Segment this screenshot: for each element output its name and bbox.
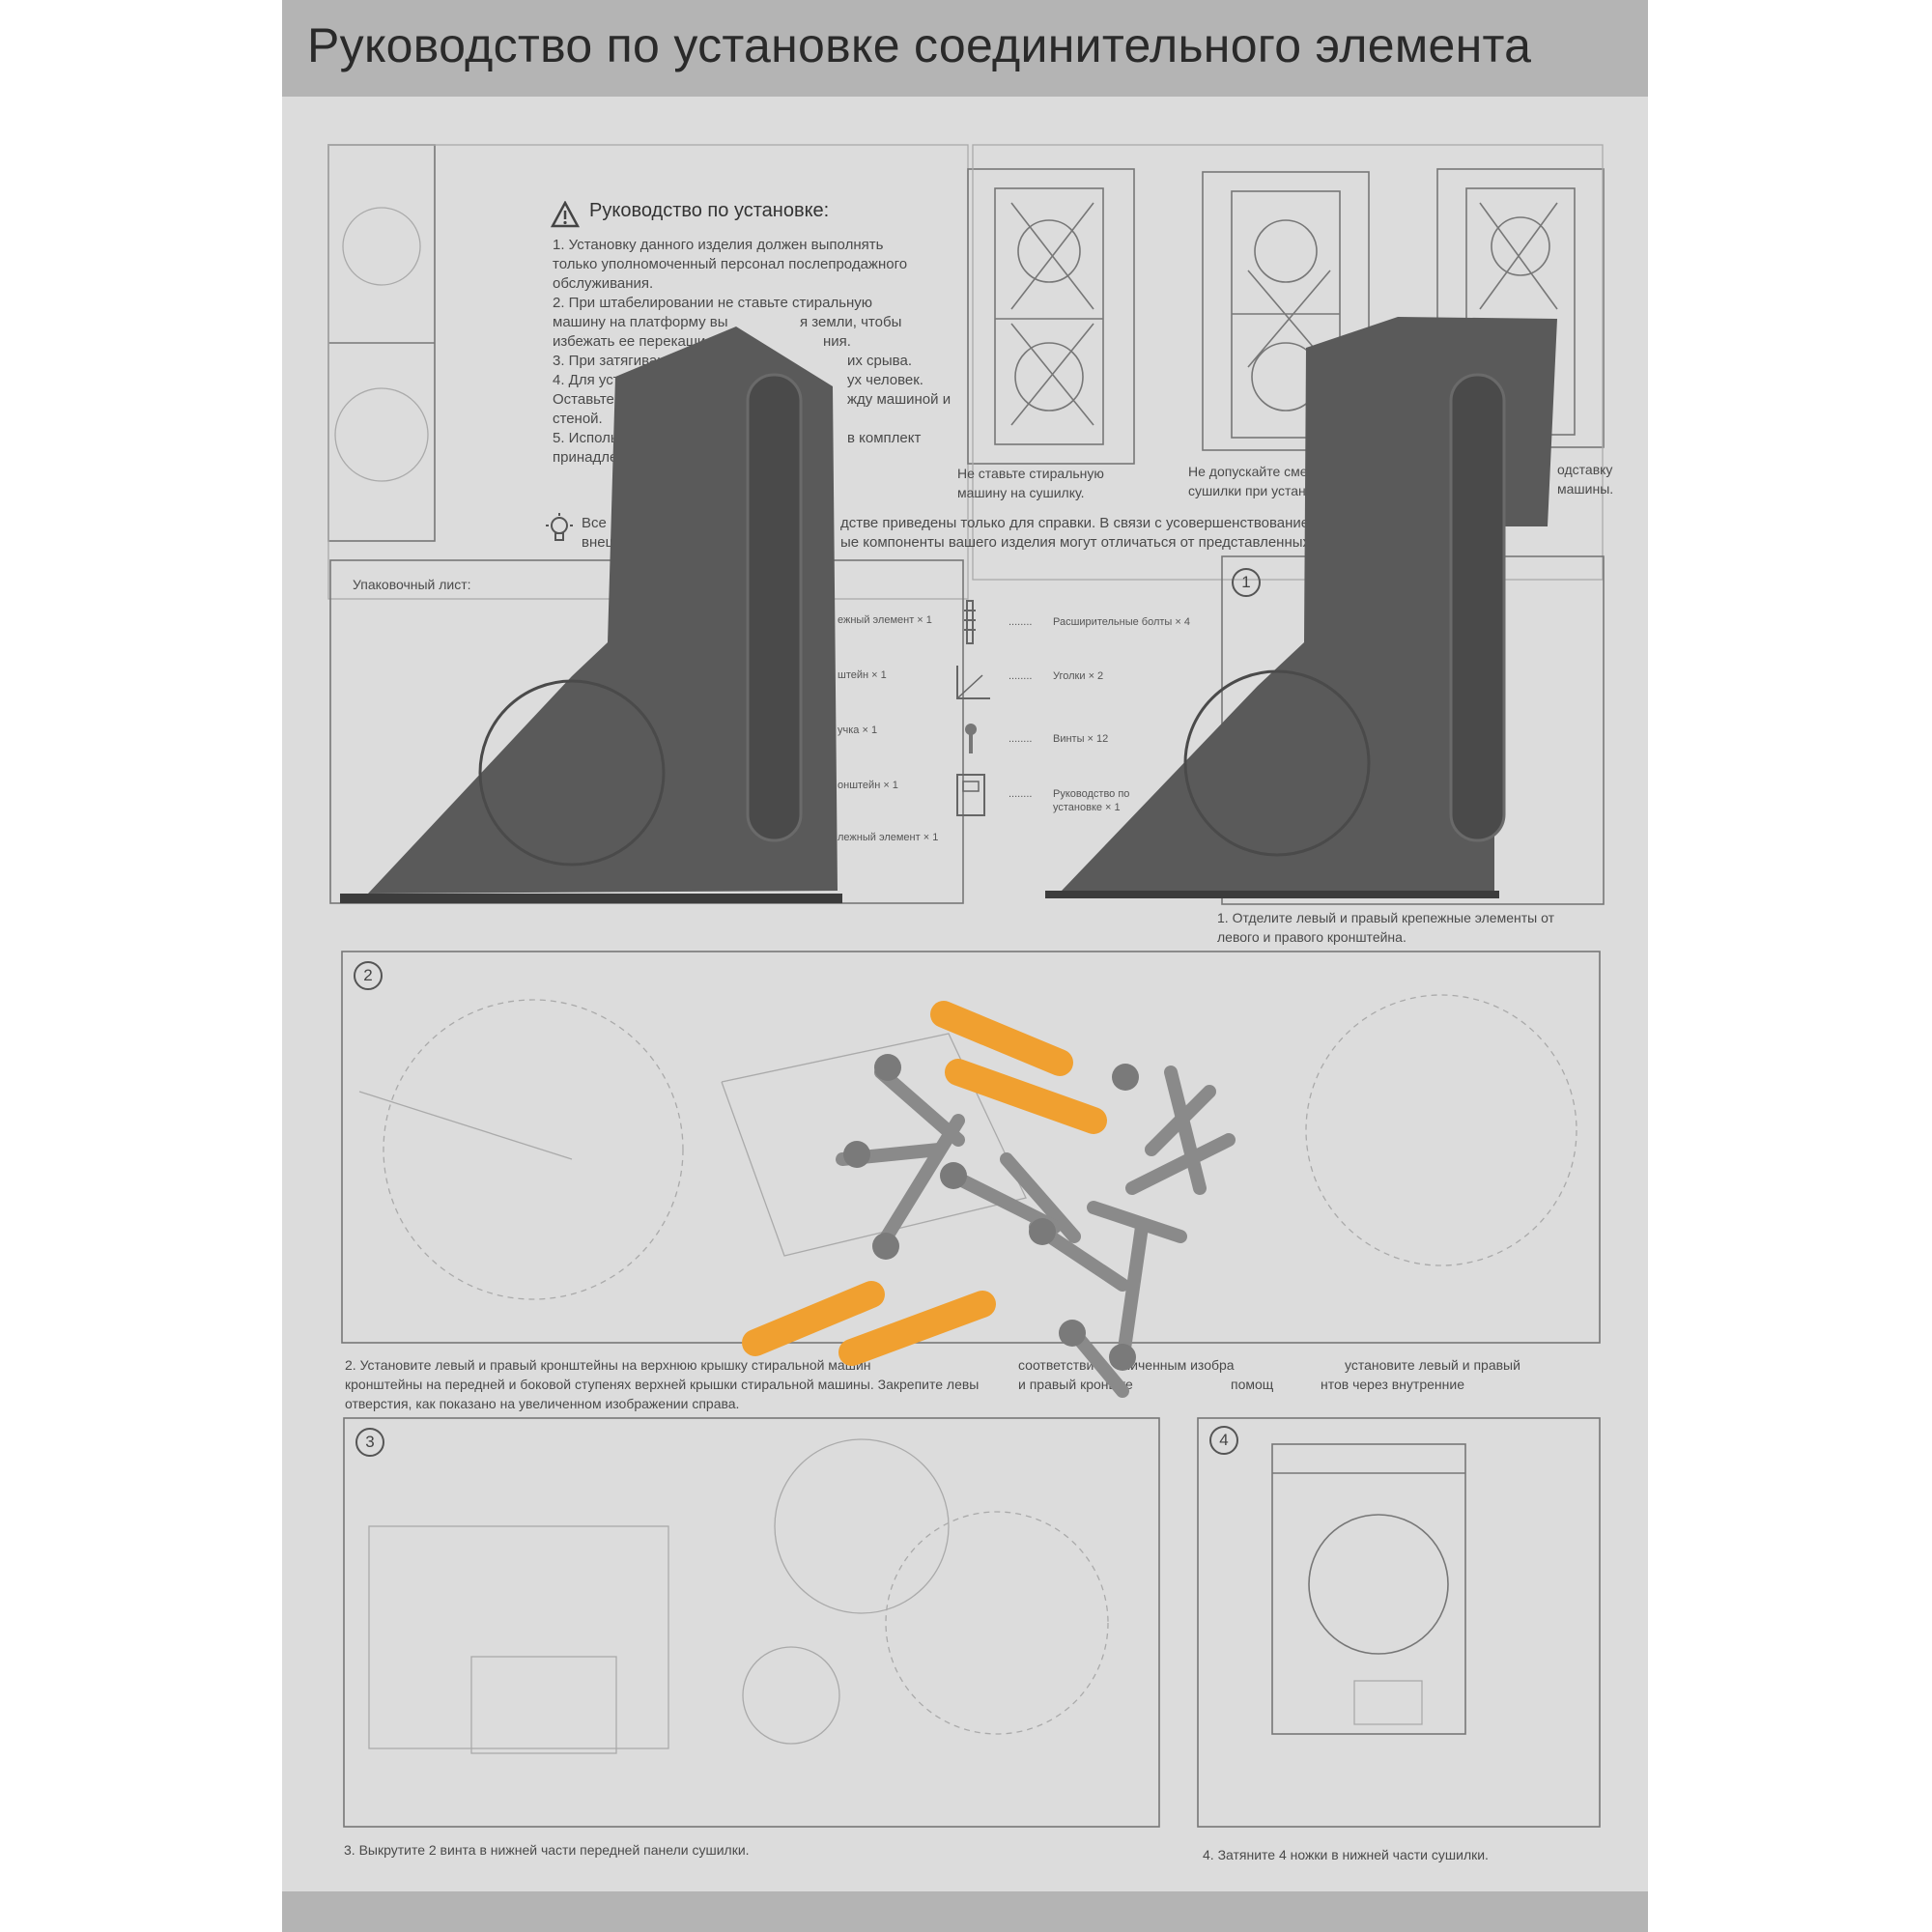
step-1-text: 1. Отделите левый и правый крепежные эле… [1217, 910, 1554, 925]
packing-heading: Упаковочный лист: [353, 577, 471, 592]
warning-caption: одставку [1557, 462, 1613, 477]
step-2-text: соответстви [1018, 1357, 1094, 1373]
step-number: 2 [354, 961, 383, 990]
guide-line: в комплект [847, 430, 922, 446]
note-line: ые компоненты вашего изделия могут отлич… [840, 534, 1359, 551]
step-2-text: отверстия, как показано на увеличенном и… [345, 1396, 740, 1411]
packing-item: Расширительные болты × 4 [1053, 616, 1190, 628]
instruction-sheet: Руководство по установке соединительного… [282, 0, 1648, 1932]
step-number: 1 [1232, 568, 1261, 597]
step-2-text: кронштейны на передней и боковой ступеня… [345, 1377, 980, 1392]
guide-line: жду машиной и [847, 391, 952, 408]
guide-line: ух человек. [847, 372, 923, 388]
packing-item: ежный элемент × 1 [838, 614, 932, 626]
guide-line: их срыва. [847, 353, 912, 369]
step-2-text: и правый кронште [1018, 1377, 1133, 1392]
lightbulb-icon [546, 513, 573, 541]
page-title: Руководство по установке соединительного… [307, 18, 1532, 72]
guide-line: только уполномоченный персонал послепрод… [553, 256, 908, 272]
expansion-bolt-icon [964, 600, 976, 644]
packing-item: Уголки × 2 [1053, 670, 1104, 682]
packing-dots: ........ [1009, 670, 1033, 682]
hardware-photo-overlay [340, 317, 1557, 1398]
right-corner-bracket [1045, 317, 1557, 898]
screw-icon [965, 724, 977, 753]
step-4-text: 4. Затяните 4 ножки в нижней части сушил… [1203, 1847, 1489, 1862]
footer-bar [282, 1891, 1648, 1932]
step-1-text: левого и правого кронштейна. [1217, 929, 1406, 945]
guide-line: ния. [823, 333, 851, 350]
step-number: 4 [1209, 1426, 1238, 1455]
guide-line: 1. Установку данного изделия должен выпо… [553, 237, 884, 253]
note-line: дстве приведены только для справки. В св… [840, 515, 1371, 531]
step-3-text: 3. Выкрутите 2 винта в нижней части пере… [344, 1842, 750, 1858]
step-2-text: нтов через внутренние [1321, 1377, 1464, 1392]
warning-caption: сушилки при установке. [1188, 483, 1338, 498]
packing-item: онштейн × 1 [838, 780, 898, 791]
left-corner-bracket [340, 327, 842, 903]
packing-item: Винты × 12 [1053, 733, 1109, 745]
guide-line: машину на платформу вы [553, 314, 728, 330]
corner-bracket-icon [956, 666, 990, 699]
guide-line: 2. При штабелировании не ставьте стираль… [553, 295, 873, 311]
guide-heading: Руководство по установке: [589, 200, 830, 221]
guide-line: стеной. [553, 411, 603, 427]
step-2-text: 2. Установите левый и правый кронштейны … [345, 1357, 871, 1373]
packing-item: лежный элемент × 1 [838, 832, 939, 843]
guide-line: я земли, чтобы [800, 314, 902, 330]
step-2-text: помощ [1231, 1377, 1274, 1392]
packing-item: установке × 1 [1053, 802, 1121, 813]
screw-heads [843, 1054, 1139, 1371]
header-bar [282, 0, 1648, 97]
step-2-text: установите левый и правый [1345, 1357, 1520, 1373]
step-2-text: личенным изобра [1122, 1357, 1235, 1373]
warning-caption: Не ставьте стиральную [957, 466, 1104, 481]
warning-triangle-icon [551, 201, 580, 228]
packing-dots: ........ [1009, 788, 1033, 800]
guide-line: обслуживания. [553, 275, 654, 292]
warning-caption: машины. [1557, 481, 1614, 497]
packing-item: учка × 1 [838, 724, 878, 736]
warning-caption: машину на сушилку. [957, 485, 1085, 500]
manual-icon [956, 774, 985, 816]
guide-line: избежать ее перекаши [553, 333, 706, 350]
wall-anchors [742, 1001, 1107, 1366]
packing-dots: ........ [1009, 733, 1033, 745]
packing-item: Руководство по [1053, 788, 1130, 800]
diagram-line-art [327, 144, 1605, 1828]
step-number: 3 [355, 1428, 384, 1457]
packing-dots: ........ [1009, 616, 1033, 628]
packing-item: штейн × 1 [838, 669, 887, 681]
